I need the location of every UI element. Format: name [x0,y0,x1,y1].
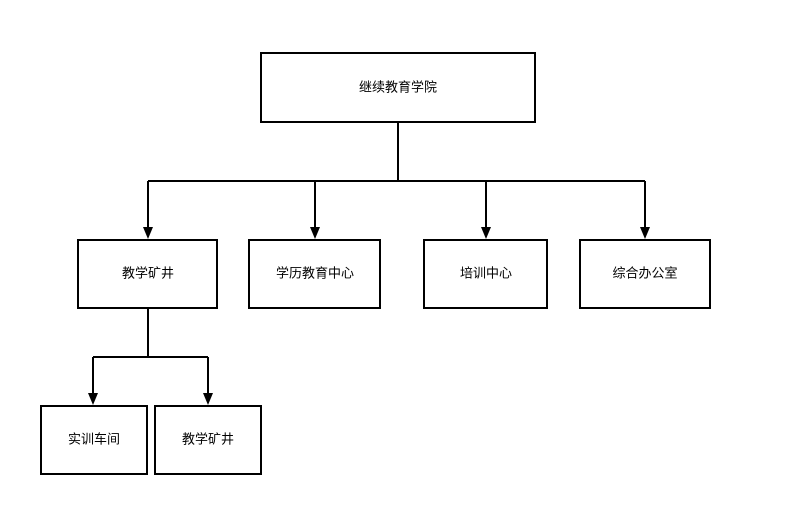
arrow-mine1-mine2 [203,393,213,405]
node-root-label: 继续教育学院 [359,80,437,96]
node-teaching-mine-2-label: 教学矿井 [182,432,234,448]
node-teaching-mine-label: 教学矿井 [122,266,174,282]
arrow-root-degree [310,227,320,239]
node-training-workshop-label: 实训车间 [68,432,120,448]
node-general-office-label: 综合办公室 [612,266,677,282]
node-general-office[interactable]: 综合办公室 [579,239,711,309]
arrow-mine1-workshop [88,393,98,405]
arrow-root-training [481,227,491,239]
node-training-center-label: 培训中心 [460,266,512,282]
node-training-center[interactable]: 培训中心 [423,239,548,309]
node-degree-education-center-label: 学历教育中心 [276,266,354,282]
connectors-level-1 [143,122,650,239]
node-degree-education-center[interactable]: 学历教育中心 [248,239,381,309]
connectors-level-2 [88,308,213,405]
node-root[interactable]: 继续教育学院 [260,52,536,123]
arrow-root-mine1 [143,227,153,239]
node-teaching-mine[interactable]: 教学矿井 [77,239,218,309]
node-training-workshop[interactable]: 实训车间 [40,405,148,475]
arrow-root-office [640,227,650,239]
node-teaching-mine-2[interactable]: 教学矿井 [154,405,262,475]
